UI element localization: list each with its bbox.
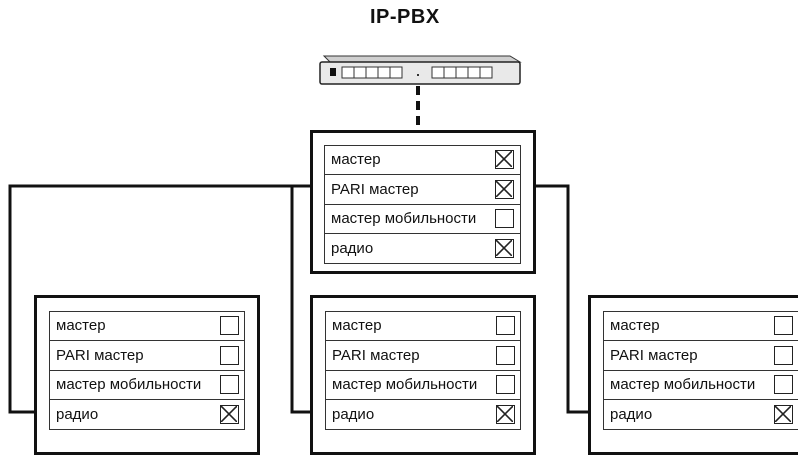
option-row: мастер мобильности	[604, 371, 798, 400]
option-label: радио	[331, 239, 374, 257]
option-row: PARI мастер	[325, 176, 520, 205]
empty-checkbox-icon[interactable]	[495, 209, 514, 228]
option-label: PARI мастер	[332, 346, 420, 364]
option-label: мастер	[610, 317, 660, 334]
option-label: мастер	[56, 317, 106, 334]
empty-checkbox-icon[interactable]	[774, 345, 793, 365]
option-label: мастер мобильности	[332, 376, 478, 393]
checked-box-icon[interactable]	[496, 404, 515, 424]
empty-checkbox-icon[interactable]	[774, 375, 793, 394]
checked-box-icon[interactable]	[774, 404, 793, 424]
option-row: PARI мастер	[604, 342, 798, 371]
option-row: мастер	[326, 312, 520, 341]
option-label: радио	[56, 405, 99, 423]
option-row: мастер	[50, 312, 244, 341]
option-label: радио	[610, 405, 653, 423]
option-label: радио	[332, 405, 375, 423]
empty-checkbox-icon[interactable]	[220, 345, 239, 365]
option-label: мастер	[331, 151, 381, 168]
checked-box-icon[interactable]	[495, 150, 514, 169]
link-left	[8, 184, 324, 414]
option-row: радио	[325, 235, 520, 264]
option-label: мастер мобильности	[56, 376, 202, 393]
pbx-switch-icon	[319, 55, 522, 85]
option-label: мастер	[332, 317, 382, 334]
option-row: мастер	[325, 146, 520, 175]
checked-box-icon[interactable]	[220, 404, 239, 424]
option-label: мастер мобильности	[331, 210, 477, 227]
option-row: радио	[50, 401, 244, 430]
option-row: радио	[326, 401, 520, 430]
option-label: мастер мобильности	[610, 376, 756, 393]
option-label: PARI мастер	[56, 346, 144, 364]
option-row: мастер мобильности	[50, 371, 244, 400]
empty-checkbox-icon[interactable]	[496, 375, 515, 394]
option-row: PARI мастер	[50, 342, 244, 371]
option-row: радио	[604, 401, 798, 430]
option-label: PARI мастер	[610, 346, 698, 364]
empty-checkbox-icon[interactable]	[496, 316, 515, 335]
checked-box-icon[interactable]	[495, 238, 514, 258]
option-row: мастер мобильности	[326, 371, 520, 400]
empty-checkbox-icon[interactable]	[496, 345, 515, 365]
pbx-title: IP-PBX	[370, 6, 440, 28]
empty-checkbox-icon[interactable]	[220, 316, 239, 335]
empty-checkbox-icon[interactable]	[774, 316, 793, 335]
option-row: мастер	[604, 312, 798, 341]
checked-box-icon[interactable]	[495, 179, 514, 199]
empty-checkbox-icon[interactable]	[220, 375, 239, 394]
option-label: PARI мастер	[331, 180, 419, 198]
option-row: мастер мобильности	[325, 205, 520, 234]
option-row: PARI мастер	[326, 342, 520, 371]
